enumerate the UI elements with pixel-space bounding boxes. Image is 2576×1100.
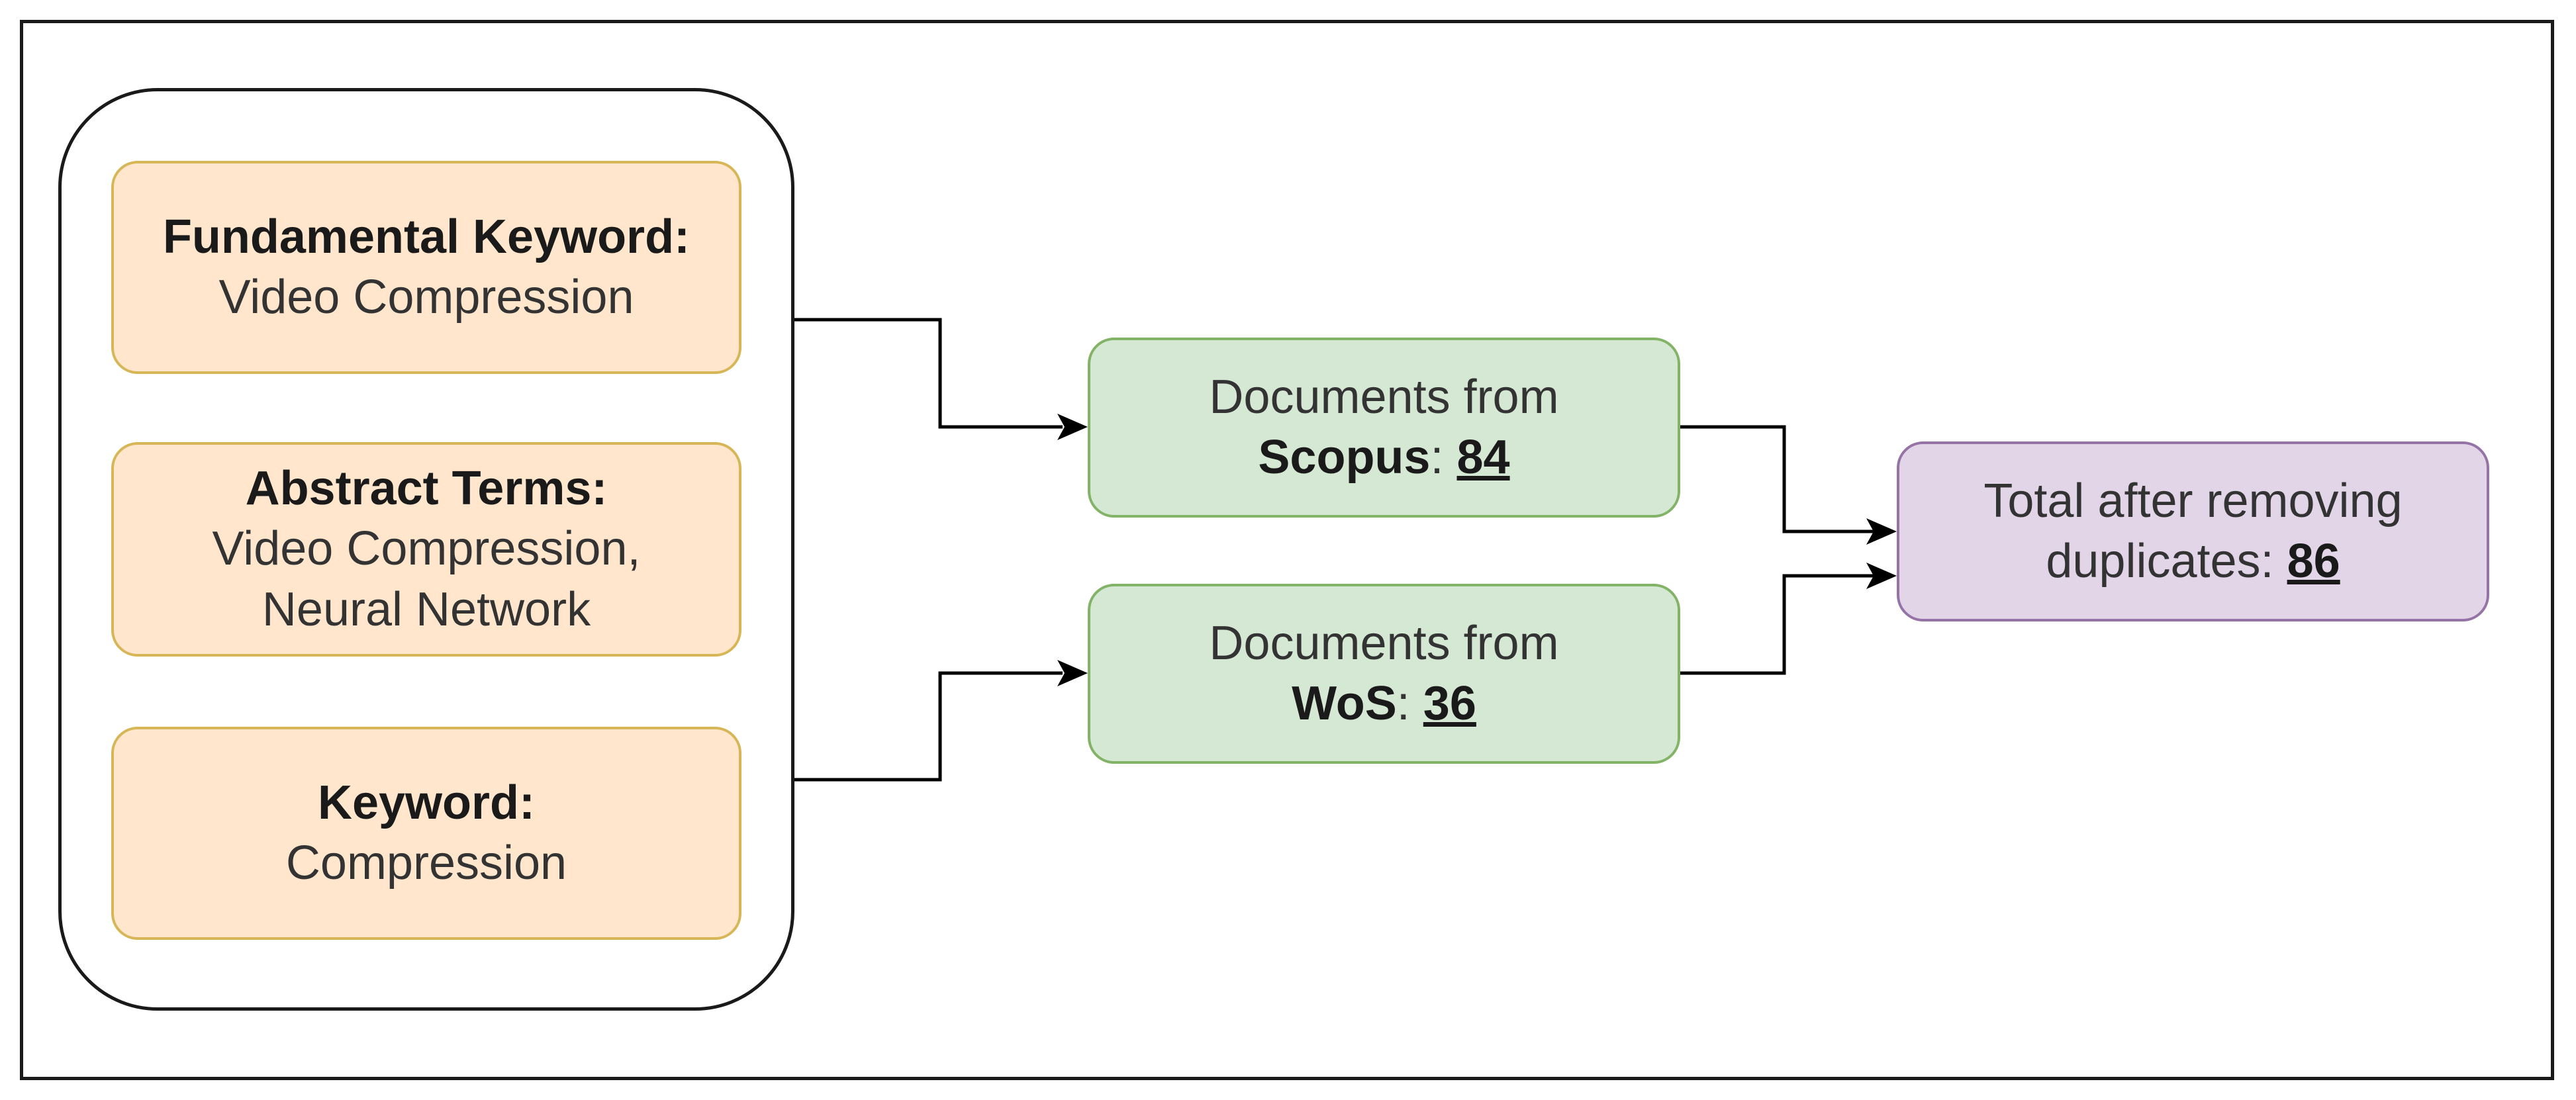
scopus-documents-box: Documents from Scopus: 84 bbox=[1088, 338, 1680, 518]
keyword-box: Keyword: Compression bbox=[111, 727, 741, 940]
wos-line: WoS: 36 bbox=[1292, 674, 1476, 734]
fundamental-keyword-label: Fundamental Keyword: bbox=[162, 210, 691, 263]
keyword-label: Keyword: bbox=[317, 776, 536, 829]
connector-wos-to-total bbox=[1680, 574, 1874, 675]
abstract-terms-value-line-2: Neural Network bbox=[262, 582, 591, 636]
total-line-2: duplicates: 86 bbox=[2046, 531, 2340, 592]
arrowhead-scopus bbox=[1057, 414, 1088, 440]
fundamental-keyword-value: Video Compression bbox=[218, 271, 634, 324]
fundamental-keyword-box: Fundamental Keyword: Video Compression bbox=[111, 161, 741, 374]
connector-criteria-to-scopus bbox=[794, 318, 1063, 429]
arrowhead-total-bottom bbox=[1866, 563, 1897, 589]
scopus-separator: : bbox=[1430, 431, 1457, 484]
scopus-source-name: Scopus bbox=[1258, 431, 1431, 484]
abstract-terms-label: Abstract Terms: bbox=[245, 461, 608, 515]
arrowhead-wos bbox=[1057, 660, 1088, 686]
scopus-prefix: Documents from bbox=[1209, 370, 1559, 424]
figure-frame bbox=[20, 20, 2554, 1080]
arrowhead-total-top bbox=[1866, 518, 1897, 545]
wos-documents-box: Documents from WoS: 36 bbox=[1088, 584, 1680, 764]
scopus-count: 84 bbox=[1456, 431, 1510, 484]
abstract-terms-value-line-1: Video Compression, bbox=[212, 522, 641, 576]
total-prefix: duplicates: bbox=[2046, 535, 2287, 588]
wos-prefix: Documents from bbox=[1209, 616, 1559, 670]
wos-count: 36 bbox=[1423, 677, 1476, 730]
abstract-terms-box: Abstract Terms: Video Compression, Neura… bbox=[111, 442, 741, 657]
keyword-value: Compression bbox=[285, 837, 567, 890]
connector-criteria-to-wos bbox=[794, 671, 1063, 782]
wos-source-name: WoS bbox=[1292, 677, 1397, 730]
total-count: 86 bbox=[2287, 535, 2340, 588]
wos-separator: : bbox=[1396, 677, 1423, 730]
total-line-1: Total after removing bbox=[1983, 474, 2403, 527]
connector-scopus-to-total bbox=[1680, 425, 1874, 533]
total-after-dedup-box: Total after removing duplicates: 86 bbox=[1897, 441, 2489, 621]
scopus-line: Scopus: 84 bbox=[1258, 428, 1509, 488]
